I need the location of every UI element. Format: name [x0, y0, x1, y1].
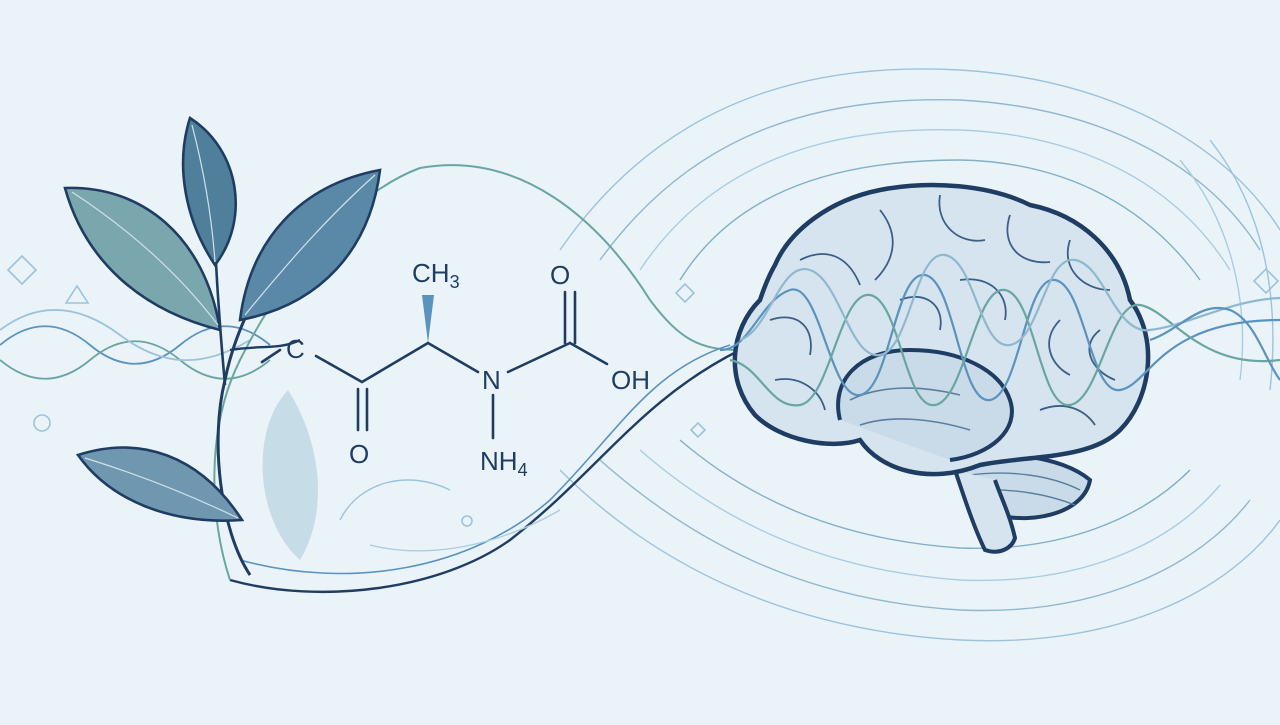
atom-n: N [482, 365, 501, 395]
left-wave-lines [0, 309, 271, 380]
contour-lines [559, 68, 1280, 642]
brain-icon [732, 182, 1151, 554]
atom-nh4: NH4 [480, 446, 528, 480]
atom-oh: OH [611, 365, 650, 395]
atom-o-left: O [349, 439, 369, 469]
atom-o-top: O [550, 260, 570, 290]
atom-c: C [286, 334, 305, 364]
decorative-shapes [6, 254, 1280, 527]
brainwave-lines-icon [719, 253, 1280, 407]
wedge-bond [422, 295, 434, 343]
atom-ch3: CH3 [412, 258, 460, 292]
molecule-structure: C CH3 O N OH O NH4 [260, 258, 650, 480]
tea-leaf-sprig-icon [63, 115, 382, 576]
